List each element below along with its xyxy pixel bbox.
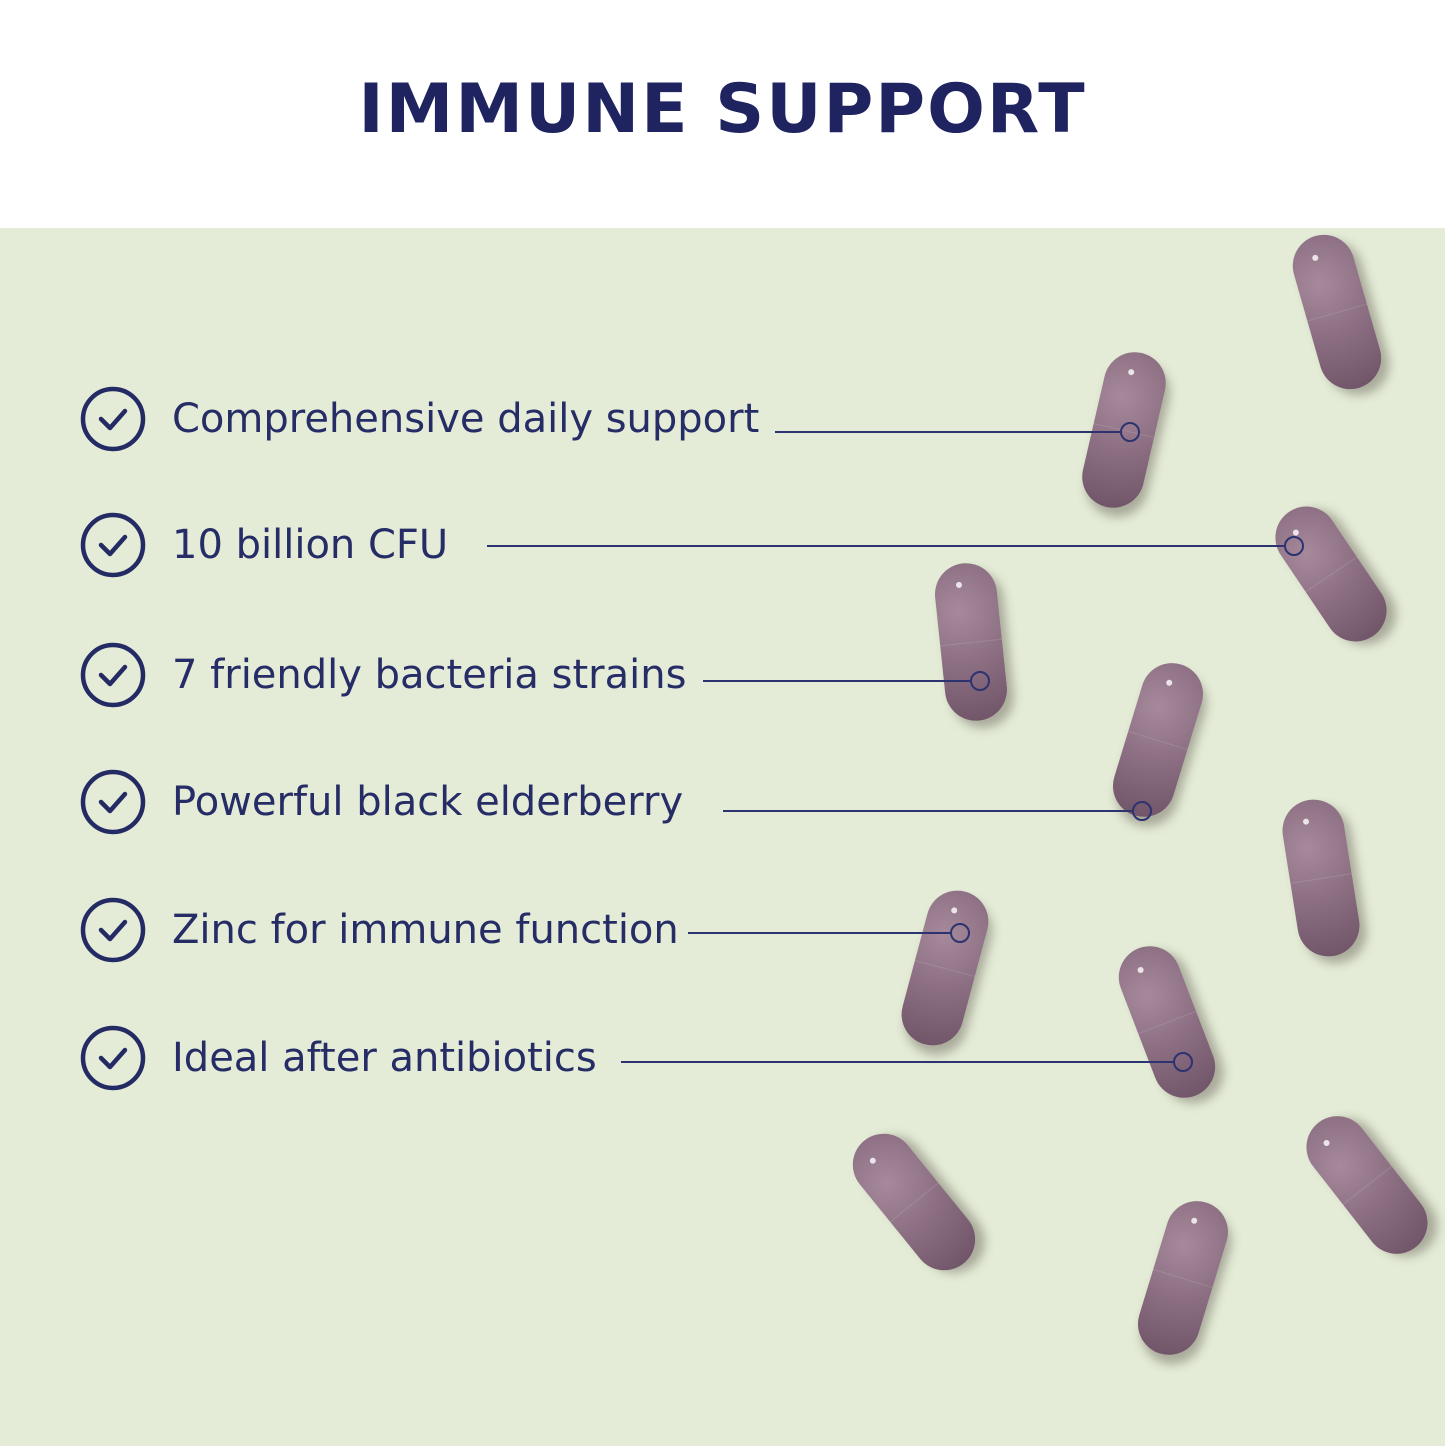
page-title: IMMUNE SUPPORT bbox=[358, 70, 1087, 149]
callout-dot bbox=[1284, 536, 1304, 556]
callout-line bbox=[775, 431, 1120, 433]
feature-label: Powerful black elderberry bbox=[172, 779, 684, 825]
capsule-image bbox=[1109, 937, 1225, 1107]
capsule-image bbox=[894, 883, 996, 1053]
header: IMMUNE SUPPORT bbox=[0, 0, 1445, 228]
check-circle-icon bbox=[80, 769, 146, 835]
capsule-image bbox=[1278, 795, 1364, 961]
capsule-image bbox=[1263, 494, 1399, 654]
check-circle-icon bbox=[80, 512, 146, 578]
callout-dot bbox=[1173, 1052, 1193, 1072]
capsule-image bbox=[1285, 227, 1389, 397]
feature-label: Zinc for immune function bbox=[172, 907, 679, 953]
callout-dot bbox=[1132, 801, 1152, 821]
capsule-image bbox=[1105, 655, 1211, 825]
capsule-image bbox=[1130, 1193, 1236, 1363]
callout-line bbox=[621, 1061, 1173, 1063]
feature-label: 7 friendly bacteria strains bbox=[172, 652, 687, 698]
callout-dot bbox=[950, 923, 970, 943]
feature-item: 7 friendly bacteria strains bbox=[80, 640, 686, 710]
capsule-image bbox=[840, 1121, 988, 1283]
feature-label: Comprehensive daily support bbox=[172, 396, 760, 442]
feature-item: Powerful black elderberry bbox=[80, 767, 683, 837]
feature-item: Ideal after antibiotics bbox=[80, 1023, 597, 1093]
callout-dot bbox=[970, 671, 990, 691]
callout-line bbox=[723, 810, 1132, 812]
feature-item: 10 billion CFU bbox=[80, 510, 448, 580]
check-circle-icon bbox=[80, 386, 146, 452]
check-circle-icon bbox=[80, 897, 146, 963]
feature-item: Zinc for immune function bbox=[80, 895, 679, 965]
feature-item: Comprehensive daily support bbox=[80, 384, 759, 454]
feature-label: 10 billion CFU bbox=[172, 522, 449, 568]
check-circle-icon bbox=[80, 1025, 146, 1091]
capsule-image bbox=[931, 560, 1011, 724]
callout-line bbox=[703, 680, 970, 682]
check-circle-icon bbox=[80, 642, 146, 708]
capsule-image bbox=[1293, 1103, 1441, 1267]
callout-line bbox=[688, 932, 950, 934]
callout-line bbox=[487, 545, 1284, 547]
callout-dot bbox=[1120, 422, 1140, 442]
feature-label: Ideal after antibiotics bbox=[172, 1035, 597, 1081]
